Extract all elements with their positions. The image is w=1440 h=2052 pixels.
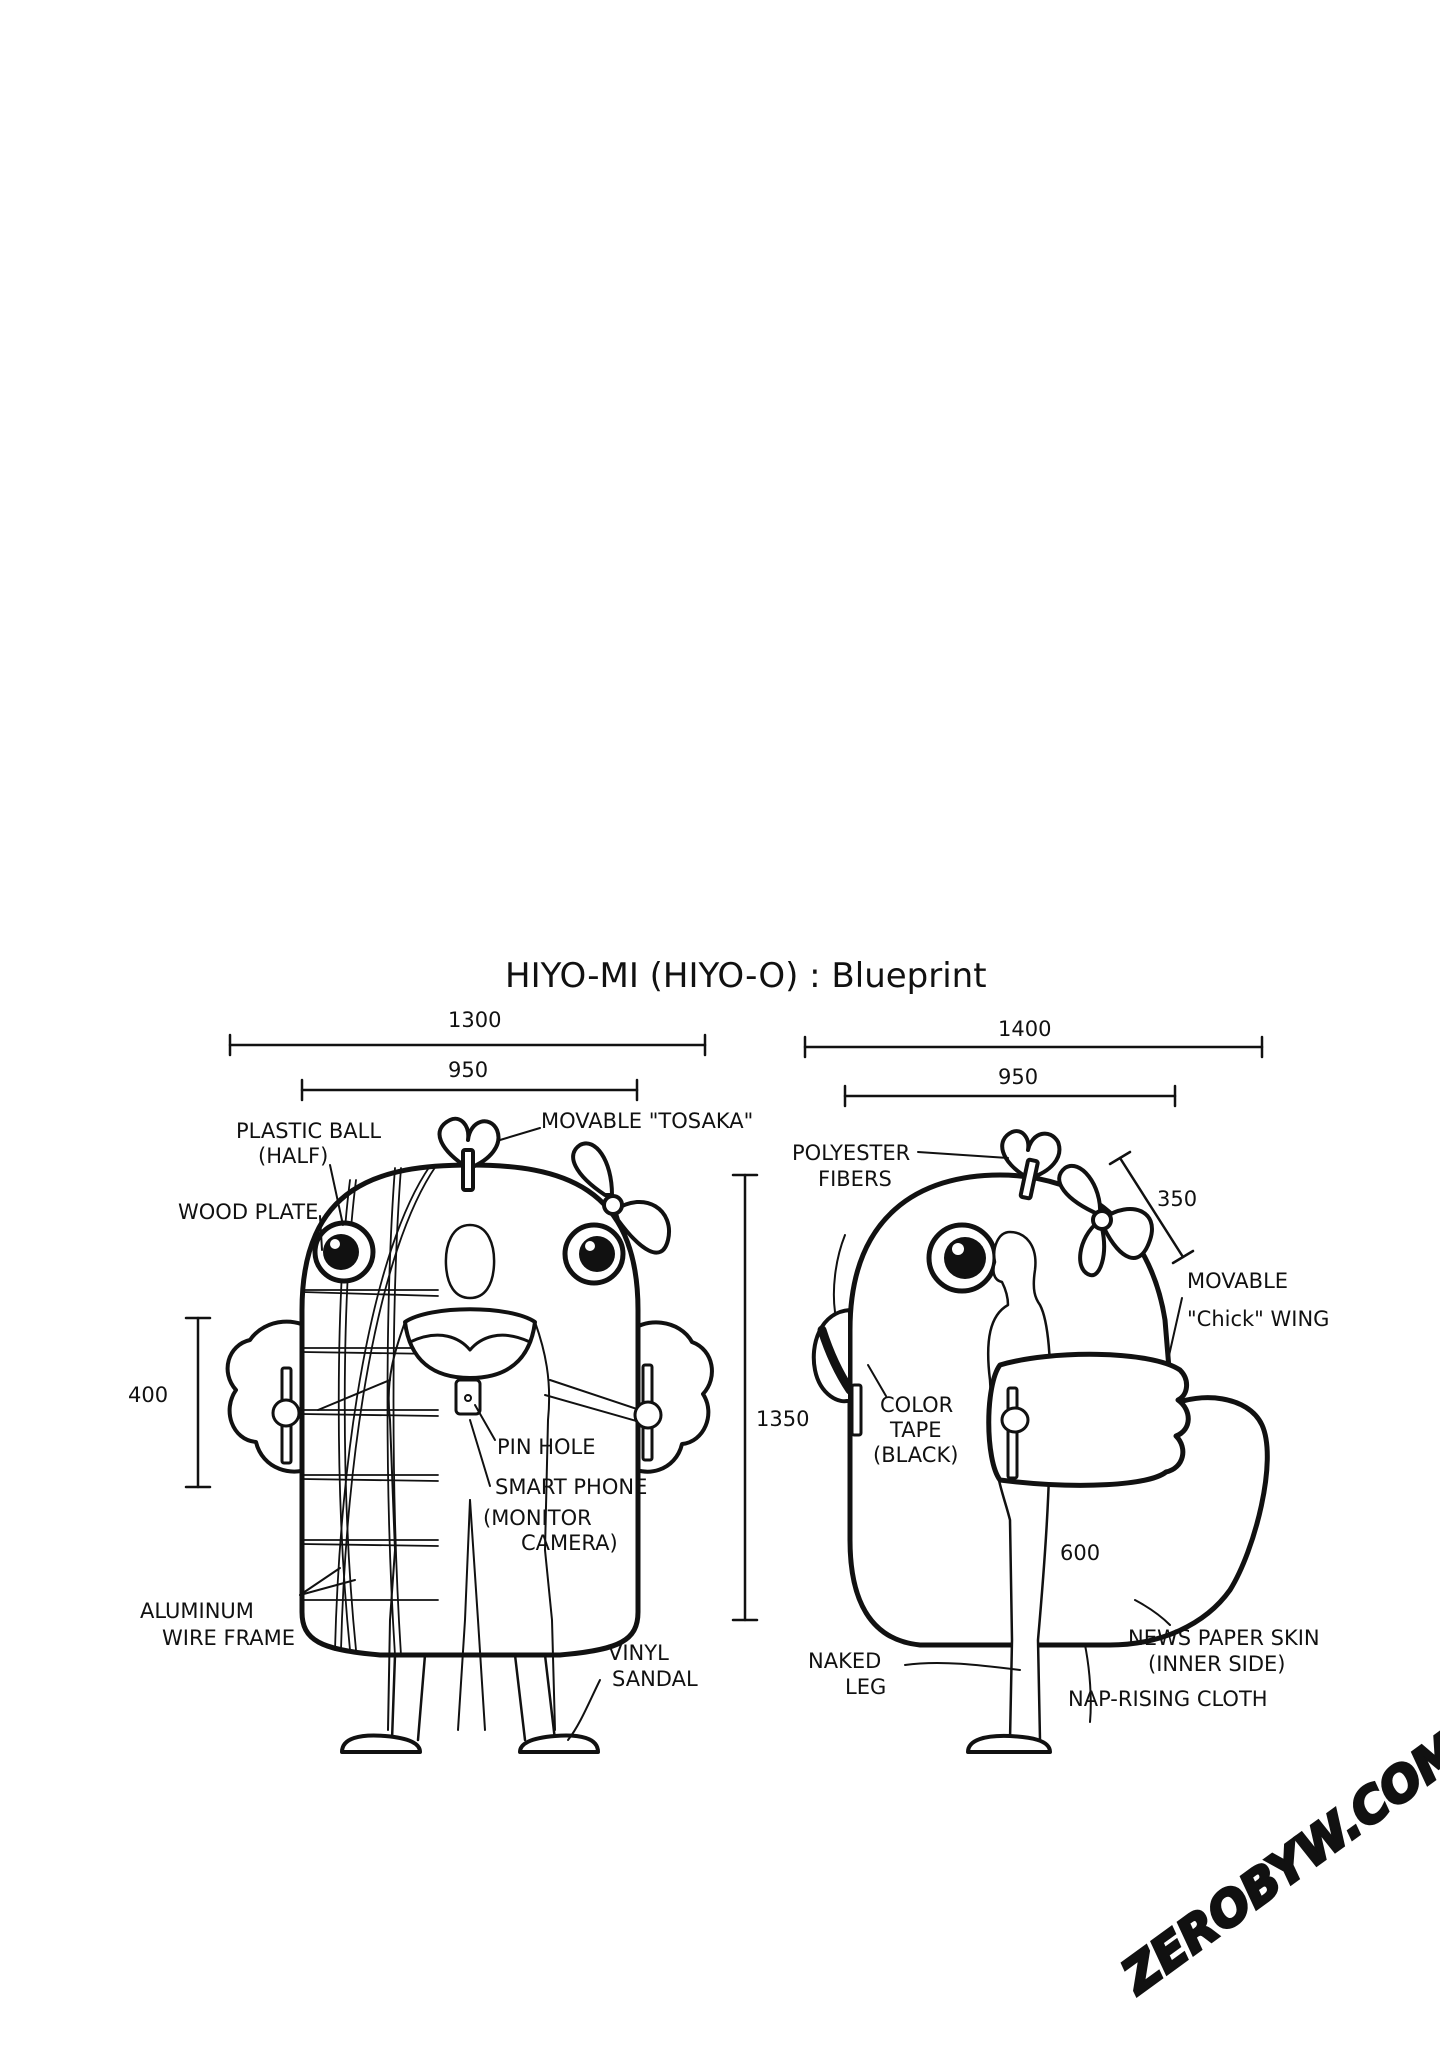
label-movable-wing: MOVABLE <box>1187 1269 1288 1293</box>
front-tosaka-comb <box>437 1116 501 1192</box>
front-sandals <box>340 1733 600 1754</box>
side-stick-front <box>850 1383 863 1437</box>
front-beak <box>403 1307 537 1380</box>
label-wire-frame: WIRE FRAME <box>162 1626 295 1650</box>
dim-label-350: 350 <box>1157 1187 1197 1211</box>
label-wood-plate: WOOD PLATE <box>178 1200 318 1224</box>
label-polyester: POLYESTER <box>792 1141 910 1165</box>
blueprint-title: HIYO-MI (HIYO-O) : Blueprint <box>505 956 987 996</box>
front-view: PLASTIC BALL (HALF) MOVABLE "TOSAKA" WOO… <box>128 1008 809 1754</box>
label-leg: LEG <box>845 1675 886 1699</box>
side-dim-inner-width <box>843 1084 1177 1108</box>
front-left-eye <box>312 1220 376 1284</box>
front-beak-line <box>408 1333 532 1352</box>
label-monitor: (MONITOR <box>483 1506 592 1530</box>
front-person-head <box>444 1223 496 1300</box>
front-dim-inner-width <box>300 1078 639 1102</box>
front-person-body <box>317 1321 641 1731</box>
side-sandal <box>966 1733 1052 1754</box>
label-inner-side: (INNER SIDE) <box>1148 1652 1286 1676</box>
front-leader-lines <box>299 1127 601 1741</box>
dim-label-400: 400 <box>128 1383 168 1407</box>
dim-label-950-side: 950 <box>998 1065 1038 1089</box>
front-right-eye <box>562 1222 626 1286</box>
side-bow <box>1057 1164 1154 1278</box>
dim-label-1300: 1300 <box>448 1008 501 1032</box>
side-dim-bow-length <box>1108 1150 1195 1265</box>
front-legs <box>390 1653 557 1742</box>
front-right-stick <box>633 1363 663 1462</box>
label-plastic-ball: PLASTIC BALL <box>236 1119 381 1143</box>
label-tape-black: (BLACK) <box>873 1443 958 1467</box>
label-fibers: FIBERS <box>818 1167 892 1191</box>
front-bow <box>571 1141 672 1255</box>
label-smart-phone: SMART PHONE <box>495 1475 647 1499</box>
side-stick-hand <box>1000 1386 1030 1480</box>
front-dim-overall-width <box>228 1033 707 1057</box>
dim-label-1350: 1350 <box>756 1407 809 1431</box>
side-view: POLYESTER FIBERS COLOR TAPE (BLACK) MOVA… <box>792 1017 1329 1754</box>
front-dim-wing-height <box>184 1316 212 1489</box>
label-naked: NAKED <box>808 1649 881 1673</box>
label-aluminum: ALUMINUM <box>140 1599 254 1623</box>
front-smart-phone <box>454 1378 482 1416</box>
label-pin-hole: PIN HOLE <box>497 1435 596 1459</box>
label-sandal: SANDAL <box>612 1667 698 1691</box>
dim-label-1400: 1400 <box>998 1017 1051 1041</box>
side-eye <box>926 1222 998 1294</box>
label-movable-tosaka: MOVABLE "TOSAKA" <box>541 1109 753 1133</box>
front-left-wing <box>225 1319 320 1474</box>
label-tape: TAPE <box>889 1418 942 1442</box>
label-camera: CAMERA) <box>521 1531 618 1555</box>
side-dim-overall-width <box>803 1035 1264 1059</box>
front-left-stick <box>271 1366 301 1465</box>
label-newspaper-skin: NEWS PAPER SKIN <box>1128 1626 1320 1650</box>
side-plastic-ball <box>811 1308 855 1404</box>
side-tosaka-comb <box>1000 1129 1062 1201</box>
label-color: COLOR <box>880 1393 953 1417</box>
label-vinyl: VINYL <box>608 1641 669 1665</box>
side-leader-lines <box>832 1151 1183 1723</box>
watermark: ZEROBYW.COM <box>1109 1720 1440 2007</box>
dim-label-950-front: 950 <box>448 1058 488 1082</box>
label-plastic-ball-half: (HALF) <box>258 1144 328 1168</box>
side-chick-wing <box>986 1351 1191 1488</box>
label-chick-wing: "Chick" WING <box>1187 1307 1329 1331</box>
watermark-text: ZEROBYW.COM <box>1111 1721 1440 2005</box>
dim-label-600: 600 <box>1060 1541 1100 1565</box>
label-nap-rising: NAP-RISING CLOTH <box>1068 1687 1268 1711</box>
front-dim-body-height <box>731 1173 759 1622</box>
